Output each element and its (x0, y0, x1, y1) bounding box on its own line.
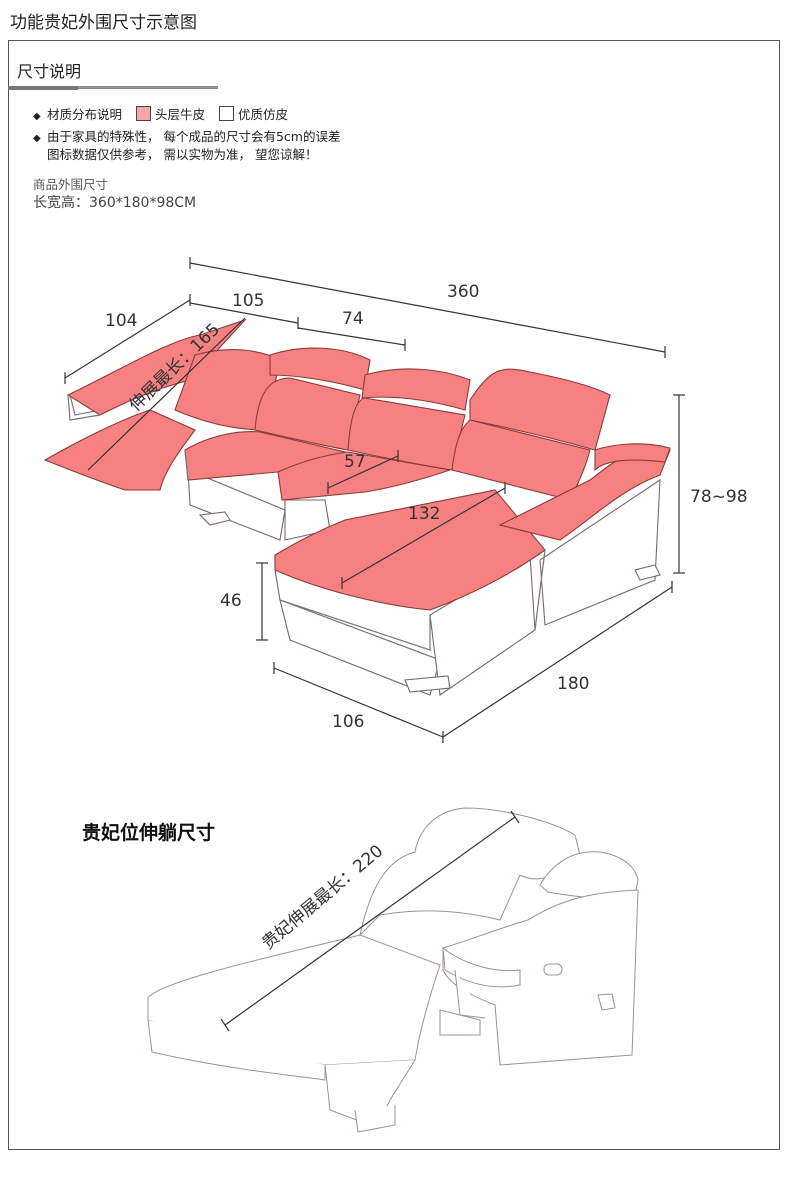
white-leather-swatch (219, 106, 235, 121)
dim-label-78-98: 78~98 (690, 487, 748, 507)
dim-label-360: 360 (447, 282, 479, 302)
dim-line-104 (64, 299, 191, 379)
sofa-outline-edges (67, 394, 546, 651)
material-note: ◆ 材质分布说明 头层牛皮 优质仿皮 (33, 104, 288, 123)
diamond-bullet-icon: ◆ (33, 111, 41, 122)
dim-label-105: 105 (232, 291, 264, 311)
dim-label-57: 57 (344, 452, 366, 472)
material-note-label: 材质分布说明 (47, 107, 123, 122)
recline-button-icon (543, 963, 563, 976)
dim-label-106: 106 (332, 712, 364, 732)
sofa-dimension-diagram: 360 104 105 74 伸展最长：165 57 132 78~98 46 … (43, 257, 748, 743)
tolerance-note-line2: 图标数据仅供参考， 需以实物为准， 望您谅解！ (47, 147, 318, 162)
dim-line-57 (327, 455, 399, 489)
dim-label-132: 132 (408, 504, 440, 524)
page-title: 功能贵妃外围尺寸示意图 (10, 13, 197, 33)
dim-label-74: 74 (342, 309, 364, 329)
dim-label-220: 贵妃伸展最长：220 (258, 841, 387, 954)
sofa-base (69, 391, 661, 696)
dim-line-74 (297, 327, 406, 346)
section-title: 尺寸说明 (17, 62, 82, 81)
dim-line-180 (442, 586, 673, 738)
dim-line-360 (189, 262, 666, 353)
red-material-label: 头层牛皮 (155, 107, 206, 122)
dim-line-106 (273, 667, 444, 738)
dim-line-105 (189, 302, 299, 324)
lounge-extension-diagram: 贵妃伸展最长：220 (147, 807, 639, 1133)
dim-line-220 (224, 816, 516, 1026)
dim-label-46: 46 (220, 591, 242, 611)
section-title-underline (8, 86, 218, 90)
product-info-label: 商品外围尺寸 (33, 177, 109, 192)
content-frame (8, 40, 780, 1150)
lounge-section-heading: 贵妃位伸躺尺寸 (82, 822, 216, 844)
red-leather-swatch (136, 106, 152, 121)
dim-label-104: 104 (105, 311, 137, 331)
diamond-bullet-icon: ◆ (33, 133, 41, 144)
dim-label-180: 180 (557, 674, 589, 694)
white-material-label: 优质仿皮 (238, 107, 289, 122)
tolerance-line-1: 由于家具的特殊性， 每个成品的尺寸会有5cm的误差 (47, 129, 341, 144)
dimension-lines (64, 257, 685, 743)
product-info-size: 长宽高：360*180*98CM (33, 195, 197, 211)
dim-line-165 (87, 317, 246, 471)
dim-line-132 (341, 487, 506, 584)
tolerance-note: ◆ 由于家具的特殊性， 每个成品的尺寸会有5cm的误差 (33, 126, 340, 145)
lounge-outline (147, 807, 639, 1133)
